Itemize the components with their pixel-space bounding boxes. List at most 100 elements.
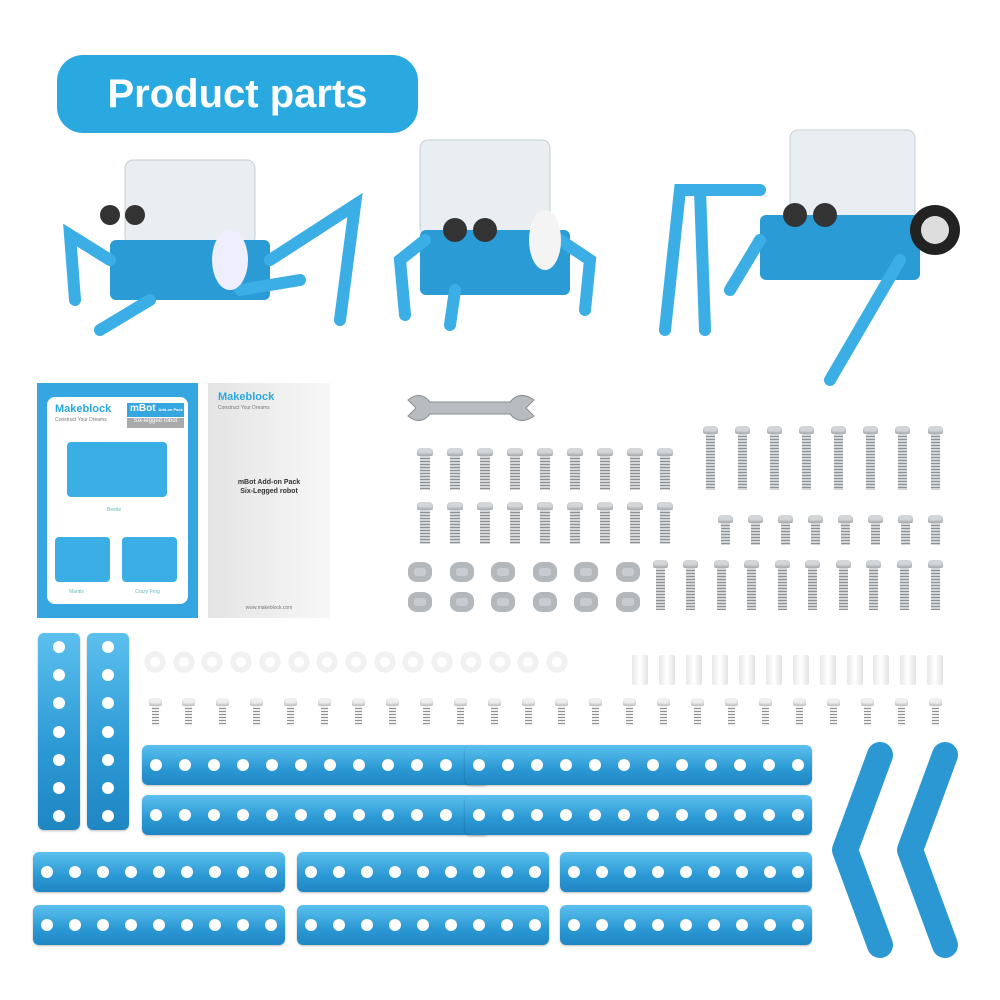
screw (510, 510, 520, 544)
beam-medium-hole (69, 866, 81, 878)
beam-medium-hole (568, 919, 580, 931)
beam-vertical-hole (102, 809, 114, 822)
beam-long-hole (502, 759, 515, 771)
beam-medium-hole (680, 866, 692, 878)
beam-long-hole (410, 759, 423, 771)
beam-medium-hole (445, 919, 457, 931)
screw-head (627, 502, 643, 510)
beam-long-hole (502, 809, 515, 821)
beam-medium-hole (792, 919, 804, 931)
medium-screw (747, 568, 757, 610)
long-screw-head (831, 426, 847, 434)
nylon-screw-head (216, 698, 230, 706)
nut (574, 592, 599, 612)
medium-screw (655, 568, 665, 610)
screw (480, 510, 490, 544)
screw (630, 510, 640, 544)
medium-screw (808, 568, 818, 610)
beam-medium-hole (237, 866, 249, 878)
nylon-screw-head (182, 698, 196, 706)
medium-screw-head (713, 560, 729, 568)
beam-medium-hole (389, 919, 401, 931)
screw-head (477, 448, 493, 456)
nylon-spacer (658, 655, 675, 685)
manual-model-mantis: Mantis (69, 589, 84, 595)
nylon-washer (317, 652, 338, 672)
screw-head (537, 448, 553, 456)
screw (450, 510, 460, 544)
beam-medium-hole (501, 866, 513, 878)
nylon-screw-head (419, 698, 433, 706)
long-screw-head (895, 426, 911, 434)
beam-long-hole (531, 809, 544, 821)
beam-long-hole (179, 759, 192, 771)
nylon-screw-head (385, 698, 399, 706)
short-screw-head (717, 515, 733, 523)
beam-vertical-hole (102, 669, 114, 682)
short-screw-head (747, 515, 763, 523)
nylon-washer (403, 652, 424, 672)
medium-screw (686, 568, 696, 610)
beam-vertical-hole (102, 753, 114, 766)
beam-long-hole (675, 759, 688, 771)
screw-head (537, 502, 553, 510)
medium-screw-head (652, 560, 668, 568)
beam-long-hole (352, 809, 365, 821)
beam-medium-hole (708, 919, 720, 931)
medium-screw-head (927, 560, 943, 568)
nut (491, 592, 516, 612)
beam-long-hole (733, 809, 746, 821)
sheet-line1: mBot Add-on Pack (237, 479, 301, 486)
nylon-screw (219, 706, 227, 726)
nylon-spacer (739, 655, 756, 685)
beam-long-hole (733, 759, 746, 771)
nylon-screw-head (284, 698, 298, 706)
screw (570, 510, 580, 544)
beam-vertical-hole (53, 697, 65, 710)
beam-medium-hole (529, 866, 541, 878)
medium-screw (930, 568, 940, 610)
beam-long-hole (560, 759, 573, 771)
robot-mantis (393, 139, 597, 331)
beam-medium-hole (736, 919, 748, 931)
sheet-brand: Makeblock (218, 391, 275, 403)
long-screw (834, 434, 844, 490)
nylon-screw (185, 706, 193, 726)
beam-long (142, 795, 489, 835)
beam-long-hole (762, 759, 775, 771)
nylon-screw-head (860, 698, 874, 706)
nylon-washer (145, 652, 165, 672)
beam-medium-hole (265, 919, 277, 931)
beam-long-hole (208, 759, 221, 771)
screw-head (417, 502, 433, 510)
beam-vertical-hole (102, 641, 114, 654)
beam-medium-hole (361, 919, 373, 931)
nylon-screw-head (826, 698, 840, 706)
short-screw (810, 523, 820, 545)
screw (420, 510, 430, 544)
manual-model-beetle: Beetle (107, 507, 122, 513)
beam-medium-hole (125, 919, 137, 931)
wrench (407, 395, 535, 421)
long-screw-head (798, 426, 814, 434)
beam-long-hole (704, 759, 717, 771)
beam-medium-hole (473, 866, 485, 878)
nut (449, 562, 474, 582)
beam-vertical-hole (53, 641, 65, 654)
long-screw (769, 434, 779, 490)
nylon-spacer (846, 655, 863, 685)
long-screw (898, 434, 908, 490)
nylon-screw (728, 706, 736, 726)
nylon-washer (460, 652, 481, 672)
beam-long-hole (704, 809, 717, 821)
nylon-screw (558, 706, 566, 726)
nylon-screw (761, 706, 769, 726)
medium-screw-head (805, 560, 821, 568)
nylon-washer (346, 652, 366, 672)
beam-long-hole (323, 809, 336, 821)
short-screw-head (837, 515, 853, 523)
nylon-screw (863, 706, 871, 726)
nylon-spacer (632, 655, 648, 685)
beam-medium-hole (237, 919, 249, 931)
beam-medium-hole (305, 866, 317, 878)
